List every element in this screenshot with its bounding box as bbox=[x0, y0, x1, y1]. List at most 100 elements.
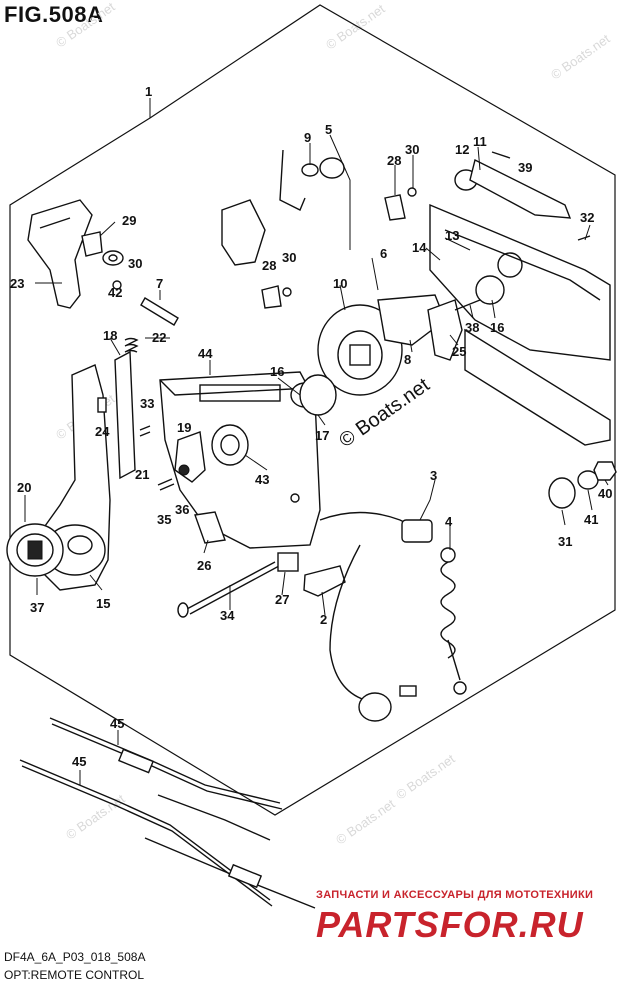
callout-label: 45 bbox=[110, 716, 124, 731]
callout-label: 43 bbox=[255, 472, 269, 487]
harness-cable bbox=[319, 511, 467, 722]
o-ring bbox=[299, 374, 337, 416]
callout-label: 8 bbox=[404, 352, 411, 367]
callout-label: 4 bbox=[445, 514, 453, 529]
callout-label: 9 bbox=[304, 130, 311, 145]
callout-label: 7 bbox=[156, 276, 163, 291]
watermark-text: © Boats.net bbox=[393, 751, 458, 803]
cover-plate bbox=[469, 158, 572, 219]
screw-part bbox=[139, 425, 151, 437]
watermark-text: © Boats.net bbox=[548, 31, 613, 83]
washer-part bbox=[301, 163, 319, 177]
callout-label: 42 bbox=[108, 285, 122, 300]
callout-label: 21 bbox=[135, 467, 149, 482]
figure-description: OPT:REMOTE CONTROL bbox=[4, 968, 145, 982]
nut-part bbox=[593, 461, 617, 481]
callout-label: 15 bbox=[96, 596, 110, 611]
callout-label: 14 bbox=[412, 240, 427, 255]
callout-label: 28 bbox=[387, 153, 401, 168]
watermark-text: © Boats.net bbox=[333, 796, 398, 848]
clip-bracket bbox=[194, 511, 226, 544]
block-part bbox=[261, 285, 282, 309]
callout-label: 20 bbox=[17, 480, 31, 495]
callout-label: 29 bbox=[122, 213, 136, 228]
callout-label: 25 bbox=[452, 344, 466, 359]
callout-label: 17 bbox=[315, 428, 329, 443]
callout-label: 27 bbox=[275, 592, 289, 607]
callout-label: 18 bbox=[103, 328, 117, 343]
callout-label: 28 bbox=[262, 258, 276, 273]
dealer-logo: PARTSFOR.RU bbox=[316, 904, 584, 945]
washer-part bbox=[319, 157, 345, 179]
callout-label: 30 bbox=[128, 256, 142, 271]
callout-label: 23 bbox=[10, 276, 24, 291]
callout-label: 26 bbox=[197, 558, 211, 573]
cam-bracket bbox=[221, 199, 266, 266]
pin-part bbox=[140, 297, 179, 326]
callout-label: 16 bbox=[270, 364, 284, 379]
callout-label: 36 bbox=[175, 502, 189, 517]
callout-label: 13 bbox=[445, 228, 459, 243]
cam-plate bbox=[317, 304, 403, 396]
circlip-part bbox=[282, 287, 292, 297]
circlip-part bbox=[407, 187, 417, 197]
callout-label: 2 bbox=[320, 612, 327, 627]
callout-label: 34 bbox=[220, 608, 235, 623]
watermark-text: © Boats.net bbox=[323, 1, 388, 53]
callout-label: 38 bbox=[465, 320, 479, 335]
callout-label: 1 bbox=[145, 84, 152, 99]
small-bracket bbox=[97, 397, 107, 413]
callout-label: 45 bbox=[72, 754, 86, 769]
washer-hole bbox=[108, 254, 118, 262]
assembly-frame bbox=[9, 4, 616, 816]
leader-lines bbox=[24, 98, 609, 785]
block-part bbox=[277, 552, 299, 572]
callout-label: 44 bbox=[198, 346, 213, 361]
shift-arm bbox=[377, 294, 446, 346]
dealer-tagline: ЗАПЧАСТИ И АКСЕССУАРЫ ДЛЯ МОТОТЕХНИКИ bbox=[316, 889, 594, 901]
callout-label: 33 bbox=[140, 396, 154, 411]
spring-part bbox=[124, 337, 139, 353]
watermark-text: © Boats.net bbox=[63, 791, 128, 843]
callout-label: 30 bbox=[282, 250, 296, 265]
callout-label: 39 bbox=[518, 160, 532, 175]
callout-label: 31 bbox=[558, 534, 572, 549]
callout-label: 6 bbox=[380, 246, 387, 261]
circlip-part bbox=[112, 280, 122, 290]
rear-cover bbox=[429, 203, 611, 361]
throttle-arm bbox=[427, 299, 463, 361]
callout-label: 10 bbox=[333, 276, 347, 291]
control-cable bbox=[19, 717, 316, 909]
watermark-layer: © Boats.net © Boats.net © Boats.net © Bo… bbox=[53, 0, 613, 847]
callout-label: 3 bbox=[430, 468, 437, 483]
grommet-part bbox=[548, 477, 576, 509]
cap-part bbox=[81, 231, 103, 257]
callout-label: 35 bbox=[157, 512, 171, 527]
figure-code: DF4A_6A_P03_018_508A bbox=[4, 950, 146, 964]
hub-cover bbox=[6, 523, 64, 577]
screw-part bbox=[157, 478, 175, 491]
lever-spring bbox=[279, 149, 306, 211]
control-housing bbox=[159, 371, 321, 549]
callout-label: 22 bbox=[152, 330, 166, 345]
handle-grip bbox=[27, 199, 93, 309]
screw-part bbox=[491, 151, 511, 159]
gear-sector bbox=[174, 431, 206, 483]
callout-labels: 1 29 23 30 42 7 18 22 44 16 33 24 19 17 … bbox=[10, 84, 612, 769]
screw-part bbox=[577, 235, 591, 241]
plate-part bbox=[303, 565, 346, 597]
callout-label: 40 bbox=[598, 486, 612, 501]
block-part bbox=[384, 194, 406, 221]
callout-label: 30 bbox=[405, 142, 419, 157]
watermark-text: © Boats.net bbox=[53, 0, 118, 50]
callout-label: 16 bbox=[490, 320, 504, 335]
callout-label: 5 bbox=[325, 122, 332, 137]
callout-label: 37 bbox=[30, 600, 44, 615]
spring-plate bbox=[114, 350, 136, 480]
callout-label: 19 bbox=[177, 420, 191, 435]
callout-label: 41 bbox=[584, 512, 598, 527]
callout-label: 32 bbox=[580, 210, 594, 225]
callout-label: 24 bbox=[95, 424, 110, 439]
lower-rail bbox=[464, 328, 611, 446]
